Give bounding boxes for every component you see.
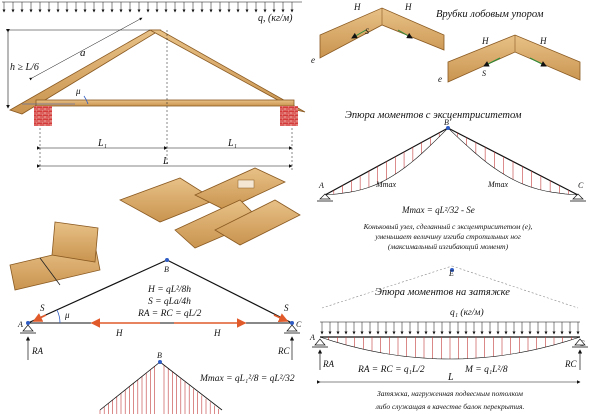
tie-moment-curve <box>319 336 581 360</box>
roof-truss: q, (кг/м) h ≥ L/6 a μ L₁ L₁ L <box>2 1 306 172</box>
force-angle: μ <box>64 310 70 320</box>
bottom-hatch <box>99 361 223 414</box>
tie-beam <box>35 99 295 107</box>
notch-h2: H <box>404 2 412 12</box>
force-s-left: S <box>40 303 45 313</box>
tie-span: L <box>447 372 454 383</box>
force-s-right: S <box>284 303 289 313</box>
ecc-formula: Mmax = qL²/32 - Se <box>401 205 475 215</box>
notch-joint-2 <box>447 34 581 83</box>
ecc-node-c: C <box>578 181 584 190</box>
tie-hatch <box>319 336 581 360</box>
wooden-joint-illustration <box>9 167 301 291</box>
ecc-node-b: B <box>444 118 449 127</box>
force-formula-s: S = qLa/4h <box>148 297 191 307</box>
force-formula-r: RA = RC = qL/2 <box>137 309 202 319</box>
tie-formula-r: RA = RC = q₁L/2 <box>357 365 425 375</box>
ecc-hatch <box>324 127 579 196</box>
ecc-title: Эпюра моментов с эксцентриситетом <box>345 110 522 121</box>
forces-node-c: C <box>296 320 302 329</box>
tie-load-arrows <box>320 321 580 335</box>
forces-node-b: B <box>164 265 169 274</box>
ecc-mmax-right: Mmax <box>487 180 508 189</box>
force-rc: RC <box>277 346 290 356</box>
ecc-moment-curve <box>324 127 579 196</box>
tie-caption-1: Затяжка, нагруженная подвесным потолком <box>377 389 523 398</box>
svg-text:B: B <box>157 351 162 360</box>
ecc-caption-1: Коньковый узел, сделанный с эксцентрисит… <box>363 222 533 231</box>
load-label: q, (кг/м) <box>258 13 293 24</box>
angle-label: μ <box>75 86 81 96</box>
notch-h3: H <box>481 36 489 46</box>
force-ra: RA <box>31 346 43 356</box>
height-label: h ≥ L/6 <box>10 62 39 73</box>
force-formula-h: H = qL²/8h <box>147 285 191 295</box>
tie-moment-diagram: E Эпюра моментов на затяжке q₁ (кг/м) A … <box>309 265 588 411</box>
notch-joints: Врубки лобовым упором H H S e H H S e <box>311 2 581 84</box>
tie-title: Эпюра моментов на затяжке <box>375 287 510 298</box>
notch-s1: S <box>365 27 369 36</box>
diagram-stroke <box>159 361 223 411</box>
force-diagram: B A C H = qL²/8h S = qLa/4h RA = RC = qL… <box>17 258 302 360</box>
load-arrows-top <box>2 1 302 13</box>
bottom-moment-diagram: B Mmax = qL₁²/8 = qL²/32 <box>99 351 295 414</box>
ecc-caption-2: уменьшает величину изгиба стропильных но… <box>374 232 521 241</box>
notch-e2: e <box>438 74 442 84</box>
notch-title: Врубки лобовым упором <box>436 9 544 20</box>
tie-load: q₁ (кг/м) <box>450 307 484 318</box>
notch-h1: H <box>353 2 361 12</box>
tie-node-e: E <box>448 269 454 278</box>
half-span-left-label: L₁ <box>97 138 107 149</box>
notch-e1: e <box>311 55 315 65</box>
ecc-node-a: A <box>318 181 324 190</box>
tie-rc: RC <box>564 359 577 369</box>
notch-h4: H <box>539 36 547 46</box>
eccentric-moment-diagram: Эпюра моментов с эксцентриситетом B A C … <box>317 110 586 251</box>
tie-caption-2: либо служащая в качестве балок перекрыти… <box>375 402 525 411</box>
ecc-mmax-left: Mmax <box>375 180 396 189</box>
tie-node-a: A <box>309 333 315 342</box>
bottom-formula: Mmax = qL₁²/8 = qL²/32 <box>199 374 295 384</box>
notch-s2: S <box>482 69 486 78</box>
force-h-right: H <box>213 328 221 338</box>
span-label: L <box>162 156 169 167</box>
forces-node-a: A <box>17 320 23 329</box>
tie-ra: RA <box>322 359 334 369</box>
diagram-stroke <box>99 361 161 411</box>
left-brick-support <box>34 106 52 126</box>
rafter-length-label: a <box>80 47 86 59</box>
tie-formula-m: M = q₁L²/8 <box>464 365 508 375</box>
ecc-caption-3: (максимальный изгибающий момент) <box>388 242 509 251</box>
half-span-right-label: L₁ <box>227 138 237 149</box>
force-h-left: H <box>115 328 123 338</box>
right-brick-support <box>280 106 298 126</box>
